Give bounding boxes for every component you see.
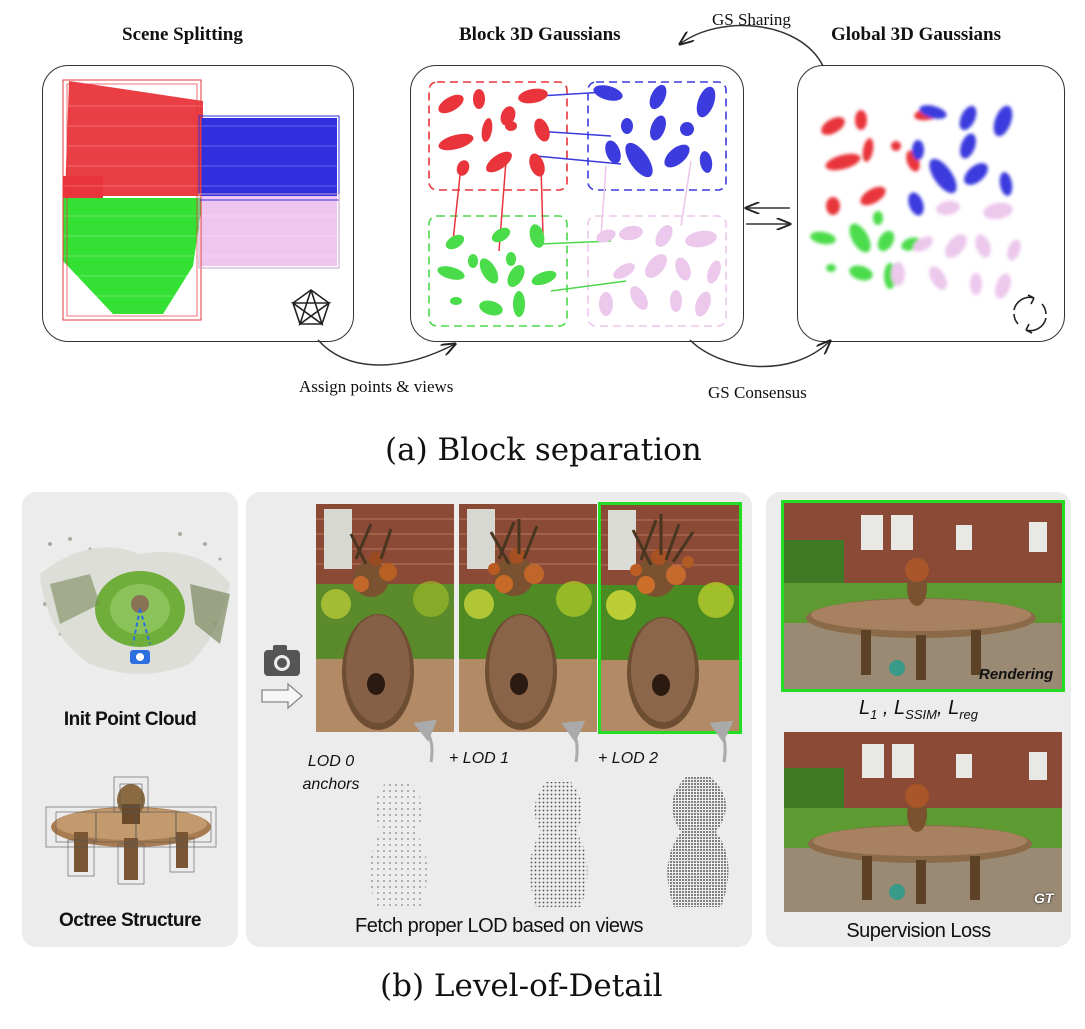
right-panel: Rendering L1 , LSSIM, Lreg GT Supervisio… [766,492,1071,947]
init-point-cloud-label: Init Point Cloud [63,709,197,730]
left-panel: Init Point Cloud Octree Structure [22,492,238,947]
loss-reg: L [948,697,960,719]
lod2-label: + LOD 2 [598,750,659,767]
scene-splitting-box [42,65,354,342]
gs-sharing-arrow [680,24,824,67]
lod1-label: + LOD 1 [449,750,510,767]
middle-panel: LOD 0 anchors + LOD 1 + LOD 2 Fetch prop… [246,492,752,947]
scene-splitting-title: Scene Splitting [122,24,243,45]
loss-reg-sub: reg [959,707,978,722]
gt-label: GT [1034,890,1054,906]
loss-formula: L1 , LSSIM, Lreg [858,697,978,722]
consensus-arrow [689,340,830,368]
gs-sharing-label: GS Sharing [712,10,791,29]
camera-icon [261,645,303,710]
lod2-render [598,502,742,734]
caption-b: (b) Level-of-Detail [380,968,663,1004]
assign-arrow [317,339,455,366]
assign-label: Assign points & views [299,377,454,396]
consensus-label: GS Consensus [708,383,807,402]
flow-arrows [317,24,1085,368]
rendering-label: Rendering [979,666,1054,683]
loss-ssim-sub: SSIM [905,707,937,722]
global-gaussians-title: Global 3D Gaussians [831,24,1001,45]
rendering-image [781,500,1065,692]
init-point-cloud-image [40,532,230,674]
global-gaussians-box [797,65,1065,342]
lod-pointer-arrows [413,719,734,763]
block-gaussians-diagram [428,81,727,327]
octree-structure-label: Octree Structure [59,910,201,931]
loss-l1: L [858,697,871,719]
octree-structure-image [45,776,217,885]
star-network-icon [290,289,332,327]
lod0-label-line2: anchors [302,776,360,793]
global-gaussians-diagram [810,105,1047,334]
block-gaussians-title: Block 3D Gaussians [459,24,621,45]
loss-l1-sub: 1 [870,707,878,722]
cycle-arrows-icon [1013,294,1047,334]
gt-image [784,732,1062,912]
lod0-label-line1: LOD 0 [307,753,355,770]
lod0-label: LOD 0 anchors [296,750,366,796]
arrow-right-icon [261,682,303,710]
caption-a: (a) Block separation [385,432,702,468]
scene-splitting-pointcloud [62,79,340,327]
block-gaussians-box [410,65,744,342]
supervision-loss-label: Supervision Loss [846,920,991,942]
fetch-lod-label: Fetch proper LOD based on views [355,915,644,937]
lod1-render [459,504,597,732]
lod0-render [316,504,454,732]
loss-ssim: L [894,697,906,719]
lod-point-clouds [369,777,729,907]
